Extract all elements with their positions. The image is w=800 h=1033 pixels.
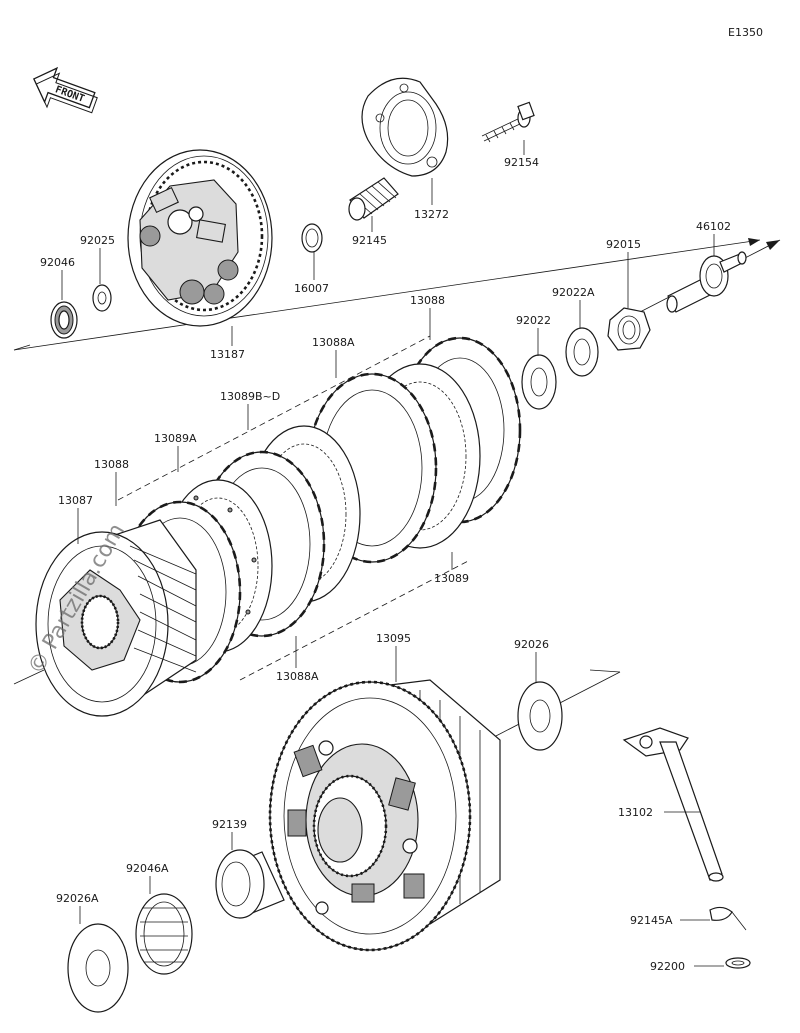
- label-92025[interactable]: 92025: [80, 234, 115, 247]
- label-13087[interactable]: 13087: [58, 494, 93, 507]
- label-13088-top[interactable]: 13088: [410, 294, 445, 307]
- label-92046A[interactable]: 92046A: [126, 862, 169, 875]
- label-92200[interactable]: 92200: [650, 960, 685, 973]
- spring-92145A: [709, 906, 747, 931]
- nut-92015: [607, 307, 651, 351]
- label-13095[interactable]: 13095: [376, 632, 411, 645]
- pressure-plate-13272: [361, 77, 449, 177]
- label-92015[interactable]: 92015: [606, 238, 641, 251]
- label-13187[interactable]: 13187: [210, 348, 245, 361]
- label-13088A-bottom[interactable]: 13088A: [276, 670, 319, 683]
- sleeve-92139: [215, 849, 285, 919]
- washer-92022: [521, 354, 557, 410]
- label-92026[interactable]: 92026: [514, 638, 549, 651]
- label-92022A[interactable]: 92022A: [552, 286, 595, 299]
- part-labels: 92154 13272 92145 16007 13187 92025 9204…: [40, 156, 731, 973]
- washer-92022A: [565, 327, 599, 377]
- washer-92026: [517, 681, 563, 751]
- washer-92026A: [67, 923, 129, 1013]
- label-13088-left[interactable]: 13088: [94, 458, 129, 471]
- needle-bearing-92046: [50, 301, 78, 339]
- label-92154[interactable]: 92154: [504, 156, 539, 169]
- label-13272[interactable]: 13272: [414, 208, 449, 221]
- bolt-92154: [481, 101, 535, 143]
- front-arrow-icon: FRONT: [32, 66, 98, 114]
- label-92026A[interactable]: 92026A: [56, 892, 99, 905]
- diagram-code: E1350: [728, 26, 763, 39]
- label-16007[interactable]: 16007: [294, 282, 329, 295]
- label-46102[interactable]: 46102: [696, 220, 731, 233]
- label-13089B-D[interactable]: 13089B~D: [220, 390, 280, 403]
- label-92046[interactable]: 92046: [40, 256, 75, 269]
- leader-lines: [61, 140, 724, 967]
- washer-92025: [92, 284, 112, 312]
- circlip-92200: [725, 957, 751, 969]
- clutch-hub-13187: [127, 149, 273, 327]
- spring-92145: [348, 177, 399, 221]
- needle-bearing-92046A: [135, 893, 193, 975]
- label-92022[interactable]: 92022: [516, 314, 551, 327]
- label-92145A[interactable]: 92145A: [630, 914, 673, 927]
- clutch-hub-13087: [35, 519, 197, 717]
- release-shaft-13102: [622, 727, 724, 882]
- label-13102[interactable]: 13102: [618, 806, 653, 819]
- label-13089[interactable]: 13089: [434, 572, 469, 585]
- clutch-housing-13095: [268, 679, 501, 952]
- label-13089A[interactable]: 13089A: [154, 432, 197, 445]
- label-13088A-top[interactable]: 13088A: [312, 336, 355, 349]
- label-92139[interactable]: 92139: [212, 818, 247, 831]
- push-rod-46102: [639, 239, 781, 313]
- label-92145[interactable]: 92145: [352, 234, 387, 247]
- washer-16007: [301, 223, 323, 253]
